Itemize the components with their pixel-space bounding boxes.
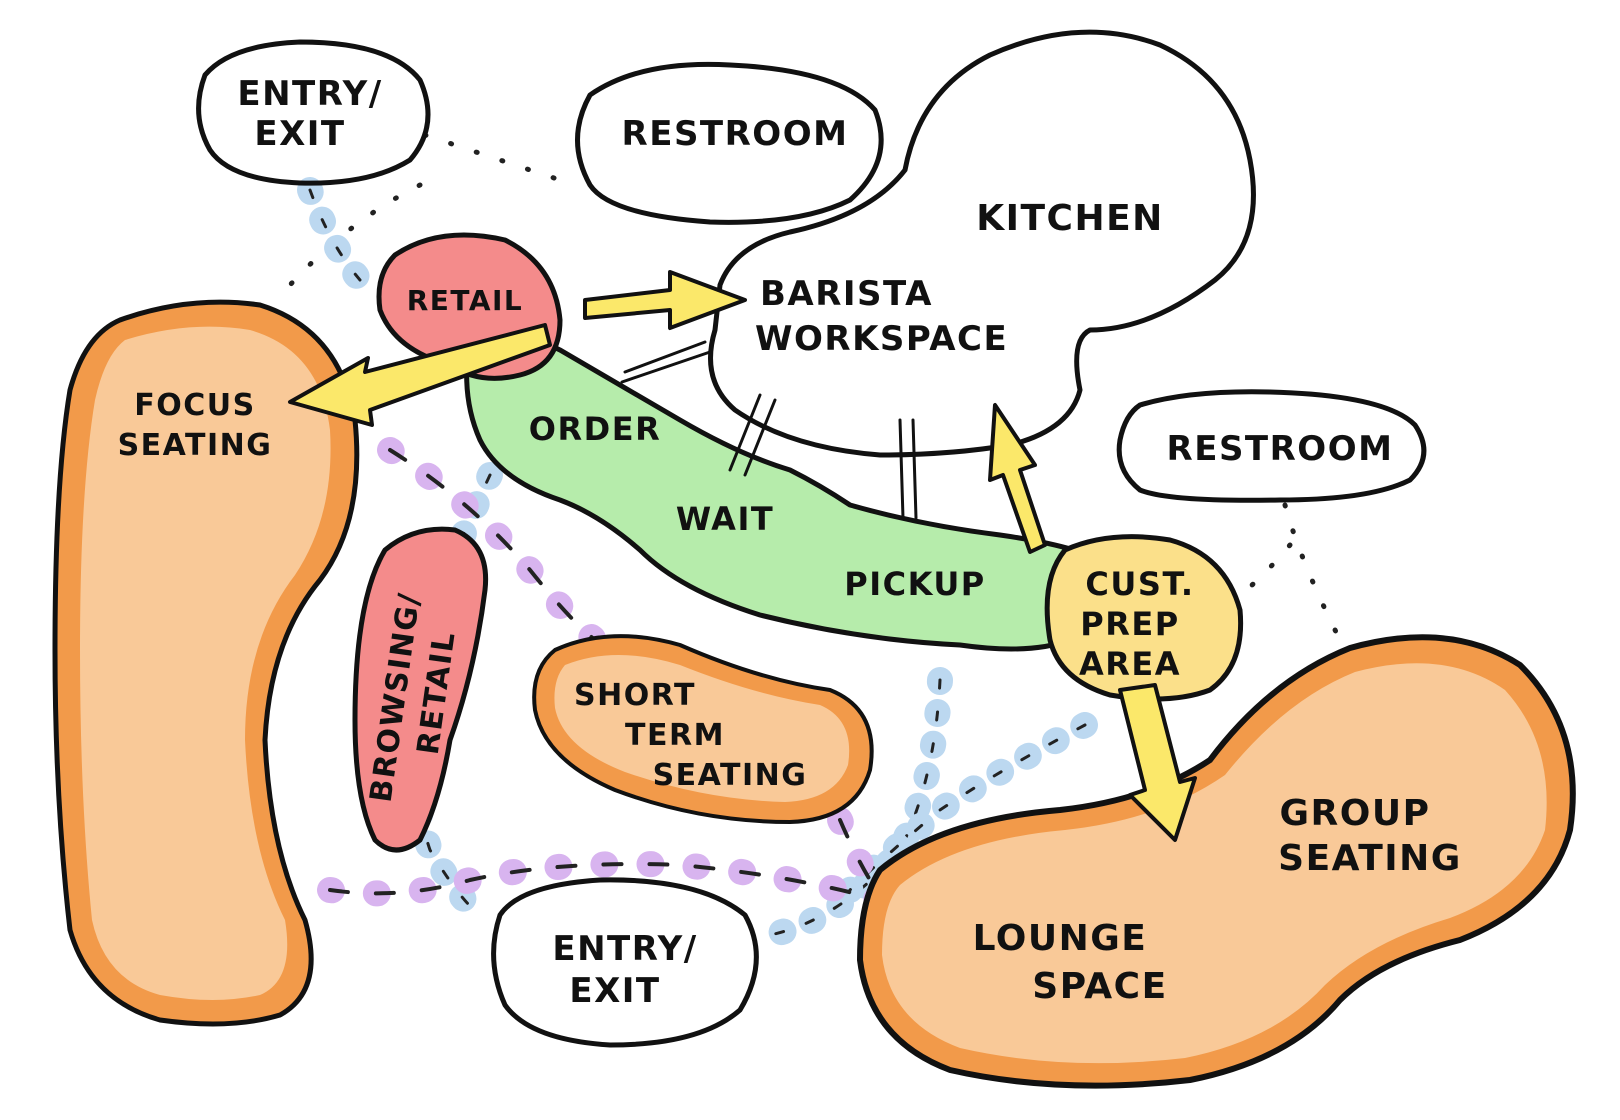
entry-top-line2: EXIT bbox=[254, 114, 345, 154]
prep-zone bbox=[1044, 534, 1244, 702]
short-term-line2: TERM bbox=[625, 718, 725, 753]
restroom-top-label: RESTROOM bbox=[622, 114, 849, 154]
blue-path-prep-entry-o bbox=[848, 723, 1087, 892]
entry-exit-top-bubble bbox=[196, 39, 431, 186]
barista-line1: BARISTA bbox=[760, 274, 933, 314]
lounge-line1: LOUNGE bbox=[973, 918, 1148, 959]
focus-line1: FOCUS bbox=[134, 388, 255, 423]
entry-top-line1: ENTRY/ bbox=[237, 74, 382, 114]
entry-bottom-line2: EXIT bbox=[569, 971, 660, 1011]
group-line2: SEATING bbox=[1278, 838, 1462, 879]
prep-line1: CUST. bbox=[1085, 565, 1194, 603]
prep-line3: AREA bbox=[1079, 645, 1181, 683]
dotted-line-restroom-group bbox=[1282, 502, 1343, 643]
labels: ENTRY/ EXIT RESTROOM KITCHEN RETAIL BARI… bbox=[118, 74, 1462, 1011]
short-term-line3: SEATING bbox=[653, 758, 808, 793]
retail-label: RETAIL bbox=[407, 284, 524, 317]
lounge-group-inner bbox=[882, 663, 1547, 1064]
link-hatch-wait bbox=[728, 393, 777, 477]
cust-prep-bubble bbox=[1044, 534, 1244, 702]
dotted-line-entry-retail bbox=[287, 182, 423, 288]
dotted-line-restroom-prep bbox=[1232, 542, 1293, 603]
purple-path-bottom-d bbox=[328, 862, 882, 902]
restroom-top-bubble bbox=[575, 61, 884, 225]
seating-zones bbox=[52, 299, 1576, 1089]
restroom-right-label: RESTROOM bbox=[1167, 429, 1394, 469]
entry-bottom-line1: ENTRY/ bbox=[552, 929, 697, 969]
entry-exit-bottom-bubble bbox=[491, 877, 759, 1048]
short-term-inner bbox=[554, 655, 850, 802]
arrow-retail-barista bbox=[583, 270, 747, 330]
purple-path-focus-short-d bbox=[388, 448, 597, 642]
arrow-prep-group bbox=[1118, 683, 1197, 842]
flow-arrows bbox=[288, 270, 1197, 842]
group-line1: GROUP bbox=[1280, 793, 1431, 834]
kitchen-bubble bbox=[708, 29, 1256, 458]
arrow-retail-focus bbox=[288, 323, 552, 427]
kitchen-label: KITCHEN bbox=[976, 198, 1164, 239]
dotted-line-entry-restroom bbox=[422, 132, 578, 188]
short-term-line1: SHORT bbox=[574, 678, 696, 713]
wait-label: WAIT bbox=[676, 500, 774, 538]
restroom-right-bubble bbox=[1116, 389, 1427, 503]
blue-path-pickup-entry-o bbox=[768, 678, 942, 937]
prep-line2: PREP bbox=[1080, 605, 1179, 643]
purple-path-short-lounge-d bbox=[838, 818, 872, 882]
focus-seating-inner bbox=[80, 326, 331, 1001]
browsing-retail-bubble bbox=[352, 526, 489, 853]
focus-line2: SEATING bbox=[118, 428, 273, 463]
barista-line2: WORKSPACE bbox=[755, 319, 1008, 359]
link-hatch-pickup bbox=[898, 418, 918, 520]
pickup-label: PICKUP bbox=[844, 565, 986, 603]
order-label: ORDER bbox=[529, 410, 661, 448]
lounge-line2: SPACE bbox=[1032, 966, 1167, 1007]
arrow-prep-kitchen bbox=[988, 403, 1047, 554]
rooms bbox=[196, 29, 1427, 1048]
blue-path-entry-retail bbox=[297, 177, 373, 293]
link-hatch-order bbox=[620, 340, 712, 384]
